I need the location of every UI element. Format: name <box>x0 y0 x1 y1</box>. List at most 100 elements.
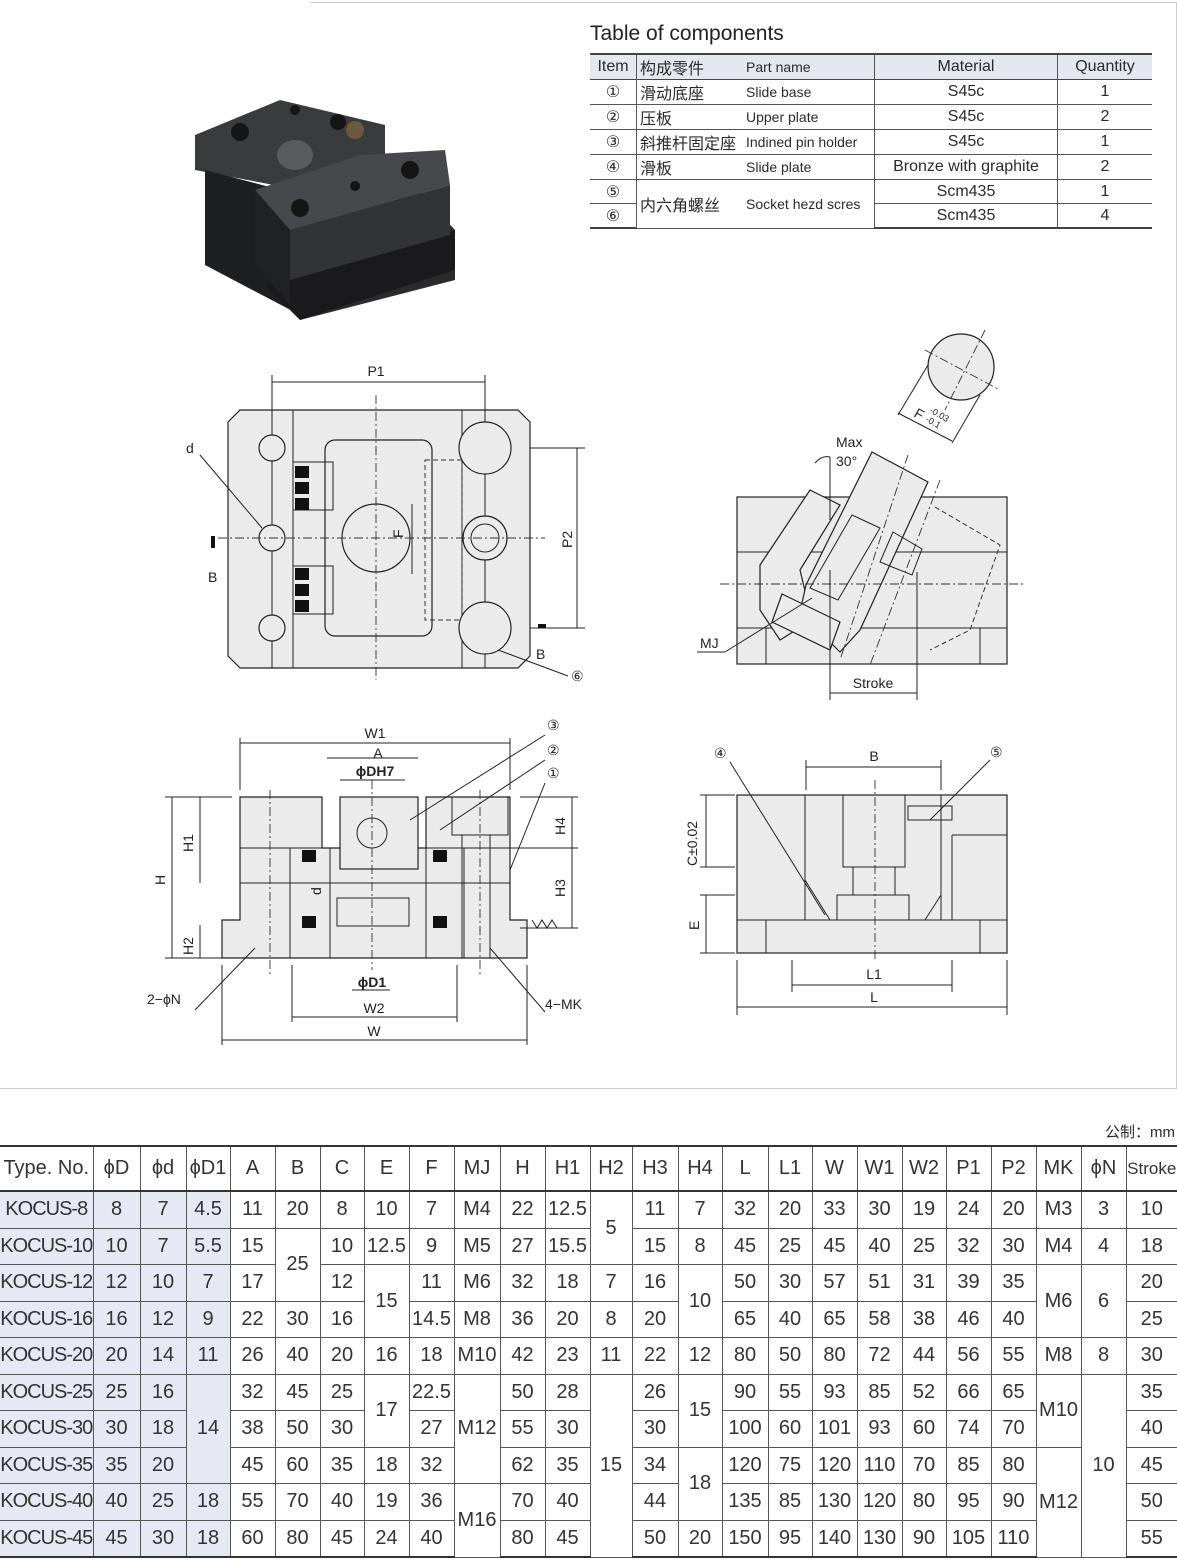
label-w1: W1 <box>365 725 386 741</box>
spec-header-cell: E <box>363 1145 410 1192</box>
spec-cell: 30 <box>274 1300 321 1338</box>
spec-cell: 8 <box>589 1300 633 1338</box>
component-item: ④ <box>590 154 637 180</box>
label-h4: H4 <box>552 817 568 835</box>
spec-cell: 10 <box>1080 1373 1127 1558</box>
spec-cell: 24 <box>363 1519 410 1558</box>
spec-cell: M6 <box>453 1264 501 1302</box>
spec-cell: 20 <box>92 1337 141 1375</box>
spec-header-cell: H2 <box>589 1145 633 1192</box>
spec-cell: 50 <box>767 1337 813 1375</box>
spec-cell: 27 <box>408 1410 455 1448</box>
spec-cell: 80 <box>990 1446 1037 1484</box>
col-item: Item <box>590 53 637 80</box>
spec-cell: 50 <box>1125 1483 1177 1521</box>
spec-cell: 90 <box>721 1373 769 1411</box>
spec-cell: 12 <box>139 1300 187 1338</box>
spec-cell: 9 <box>408 1227 455 1265</box>
spec-cell: 19 <box>363 1483 410 1521</box>
spec-cell: 50 <box>631 1519 679 1558</box>
spec-cell: 30 <box>631 1410 679 1448</box>
spec-header-cell: W <box>811 1145 858 1192</box>
spec-cell: 5.5 <box>185 1227 231 1265</box>
spec-cell: 80 <box>499 1519 546 1558</box>
spec-cell: M8 <box>453 1300 501 1338</box>
spec-cell: 35 <box>544 1446 591 1484</box>
spec-cell: 50 <box>499 1373 546 1411</box>
spec-cell: 30 <box>319 1410 365 1448</box>
spec-cell: 19 <box>901 1190 947 1229</box>
spec-cell: 10 <box>1125 1190 1177 1229</box>
spec-cell: 85 <box>856 1373 903 1411</box>
spec-cell: 11 <box>185 1337 231 1375</box>
spec-header-cell: H3 <box>631 1145 679 1192</box>
spec-cell: 38 <box>229 1410 276 1448</box>
spec-cell: 58 <box>856 1300 903 1338</box>
spec-header-cell: ϕd <box>139 1145 187 1192</box>
spec-cell: 110 <box>990 1519 1037 1558</box>
component-cn-name: 内六角螺丝 <box>636 179 743 229</box>
spec-cell: 28 <box>544 1373 591 1411</box>
spec-cell: 7 <box>677 1190 723 1229</box>
spec-cell: 15 <box>589 1373 633 1558</box>
spec-cell: 40 <box>767 1300 813 1338</box>
spec-cell: 10 <box>363 1190 410 1229</box>
spec-header-cell: P2 <box>990 1145 1037 1192</box>
spec-cell: 93 <box>811 1373 858 1411</box>
spec-cell: 45 <box>319 1519 365 1558</box>
spec-cell: 8 <box>677 1227 723 1265</box>
spec-cell: 32 <box>721 1190 769 1229</box>
spec-cell: 16 <box>139 1373 187 1411</box>
spec-header-cell: C <box>319 1145 365 1192</box>
type-number-cell: KOCUS-25 <box>0 1373 94 1411</box>
label-dh7: ϕDH7 <box>356 763 395 779</box>
spec-cell: 30 <box>92 1410 141 1448</box>
spec-cell: 140 <box>811 1519 858 1558</box>
spec-cell: 60 <box>229 1519 276 1558</box>
label-l1: L1 <box>866 966 882 982</box>
spec-cell: 8 <box>319 1190 365 1229</box>
spec-cell: 18 <box>544 1264 591 1302</box>
spec-cell: 22.5 <box>408 1373 455 1411</box>
spec-cell: 70 <box>901 1446 947 1484</box>
spec-cell: 10 <box>677 1264 723 1338</box>
spec-cell: 44 <box>901 1337 947 1375</box>
spec-cell: 120 <box>811 1446 858 1484</box>
component-material: S45c <box>874 129 1058 155</box>
spec-cell: 40 <box>544 1483 591 1521</box>
spec-cell: 26 <box>229 1337 276 1375</box>
spec-header-cell: H <box>499 1145 546 1192</box>
spec-cell: 55 <box>767 1373 813 1411</box>
component-quantity: 2 <box>1057 154 1152 180</box>
spec-cell: 16 <box>319 1300 365 1338</box>
spec-cell: 18 <box>185 1483 231 1521</box>
spec-cell: 18 <box>363 1446 410 1484</box>
spec-cell: 17 <box>229 1264 276 1302</box>
spec-cell: 15 <box>631 1227 679 1265</box>
spec-cell: 30 <box>139 1519 187 1558</box>
spec-cell: 20 <box>1125 1264 1177 1302</box>
spec-cell: 45 <box>274 1373 321 1411</box>
spec-header-cell: L <box>721 1145 769 1192</box>
spec-cell: 12 <box>319 1264 365 1302</box>
component-item: ⑥ <box>590 203 637 229</box>
label-stroke: Stroke <box>853 675 894 691</box>
spec-cell: 32 <box>499 1264 546 1302</box>
spec-cell: 9 <box>185 1300 231 1338</box>
spec-cell: 150 <box>721 1519 769 1558</box>
spec-cell: 40 <box>319 1483 365 1521</box>
label-h3: H3 <box>552 879 568 897</box>
type-number-cell: KOCUS-35 <box>0 1446 94 1484</box>
spec-cell: 51 <box>856 1264 903 1302</box>
spec-cell: 70 <box>499 1483 546 1521</box>
spec-cell: 22 <box>499 1190 546 1229</box>
label-mk: 4−MK <box>545 996 583 1012</box>
spec-cell: 18 <box>1125 1227 1177 1265</box>
spec-cell: 62 <box>499 1446 546 1484</box>
label-max: Max <box>836 434 862 450</box>
spec-cell: 50 <box>274 1410 321 1448</box>
spec-cell: 22 <box>229 1300 276 1338</box>
